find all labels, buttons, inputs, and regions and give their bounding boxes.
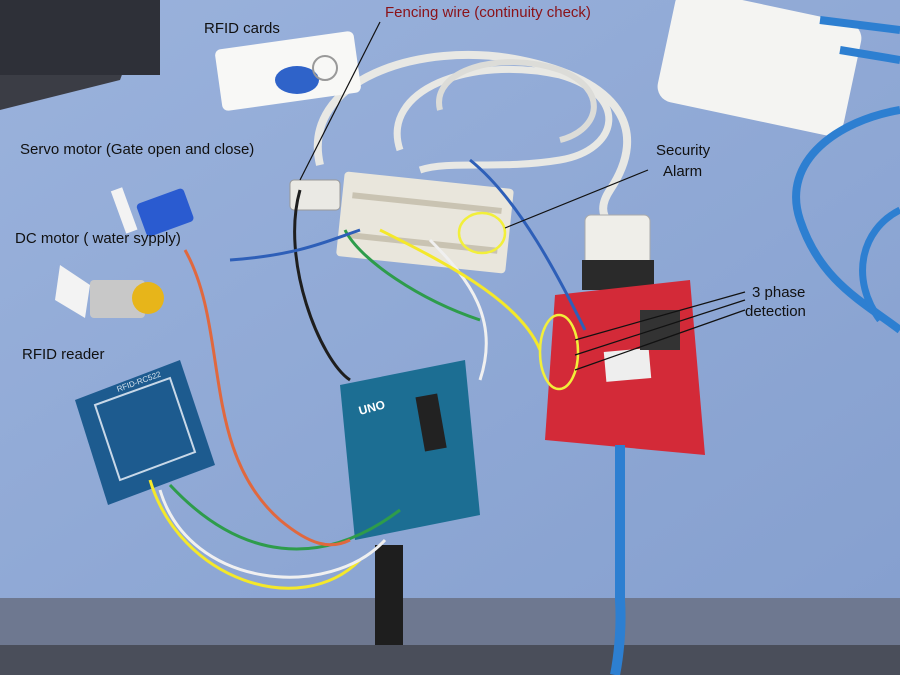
label-security-alarm-line1: Security: [656, 142, 711, 159]
floor-strip: [0, 645, 900, 675]
label-security-alarm-line2: Alarm: [663, 163, 703, 180]
highlight-circle-alarm: [457, 211, 507, 255]
usb-cable-black: [375, 545, 403, 645]
jumper-wires: [148, 158, 587, 590]
arduino-logo: UNO: [357, 397, 386, 417]
arduino-board: [340, 360, 480, 540]
network-router: [657, 0, 862, 136]
label-three-phase-line1: 3 phase: [752, 284, 806, 301]
label-fencing-wire: Fencing wire (continuity check): [385, 4, 591, 21]
ethernet-cable-right: [792, 106, 900, 334]
dc-motor: [90, 280, 145, 318]
label-dc-motor: DC motor ( water sypply): [15, 230, 181, 247]
annotation-pointers: [299, 21, 746, 371]
breadboard: [336, 171, 514, 274]
rfid-reader-board: [75, 360, 215, 505]
ethernet-cable-down: [610, 445, 626, 675]
label-rfid-cards: RFID cards: [204, 20, 280, 37]
highlight-circle-3phase: [538, 313, 580, 391]
label-rfid-reader: RFID reader: [22, 346, 105, 363]
dark-cloth-left: [0, 0, 160, 75]
label-servo-motor: Servo motor (Gate open and close): [20, 141, 255, 158]
rfid-keyfob: [275, 66, 319, 94]
db9-connector-left: [289, 179, 341, 211]
servo-motor: [136, 188, 194, 237]
label-three-phase-line2: detection: [745, 303, 806, 320]
